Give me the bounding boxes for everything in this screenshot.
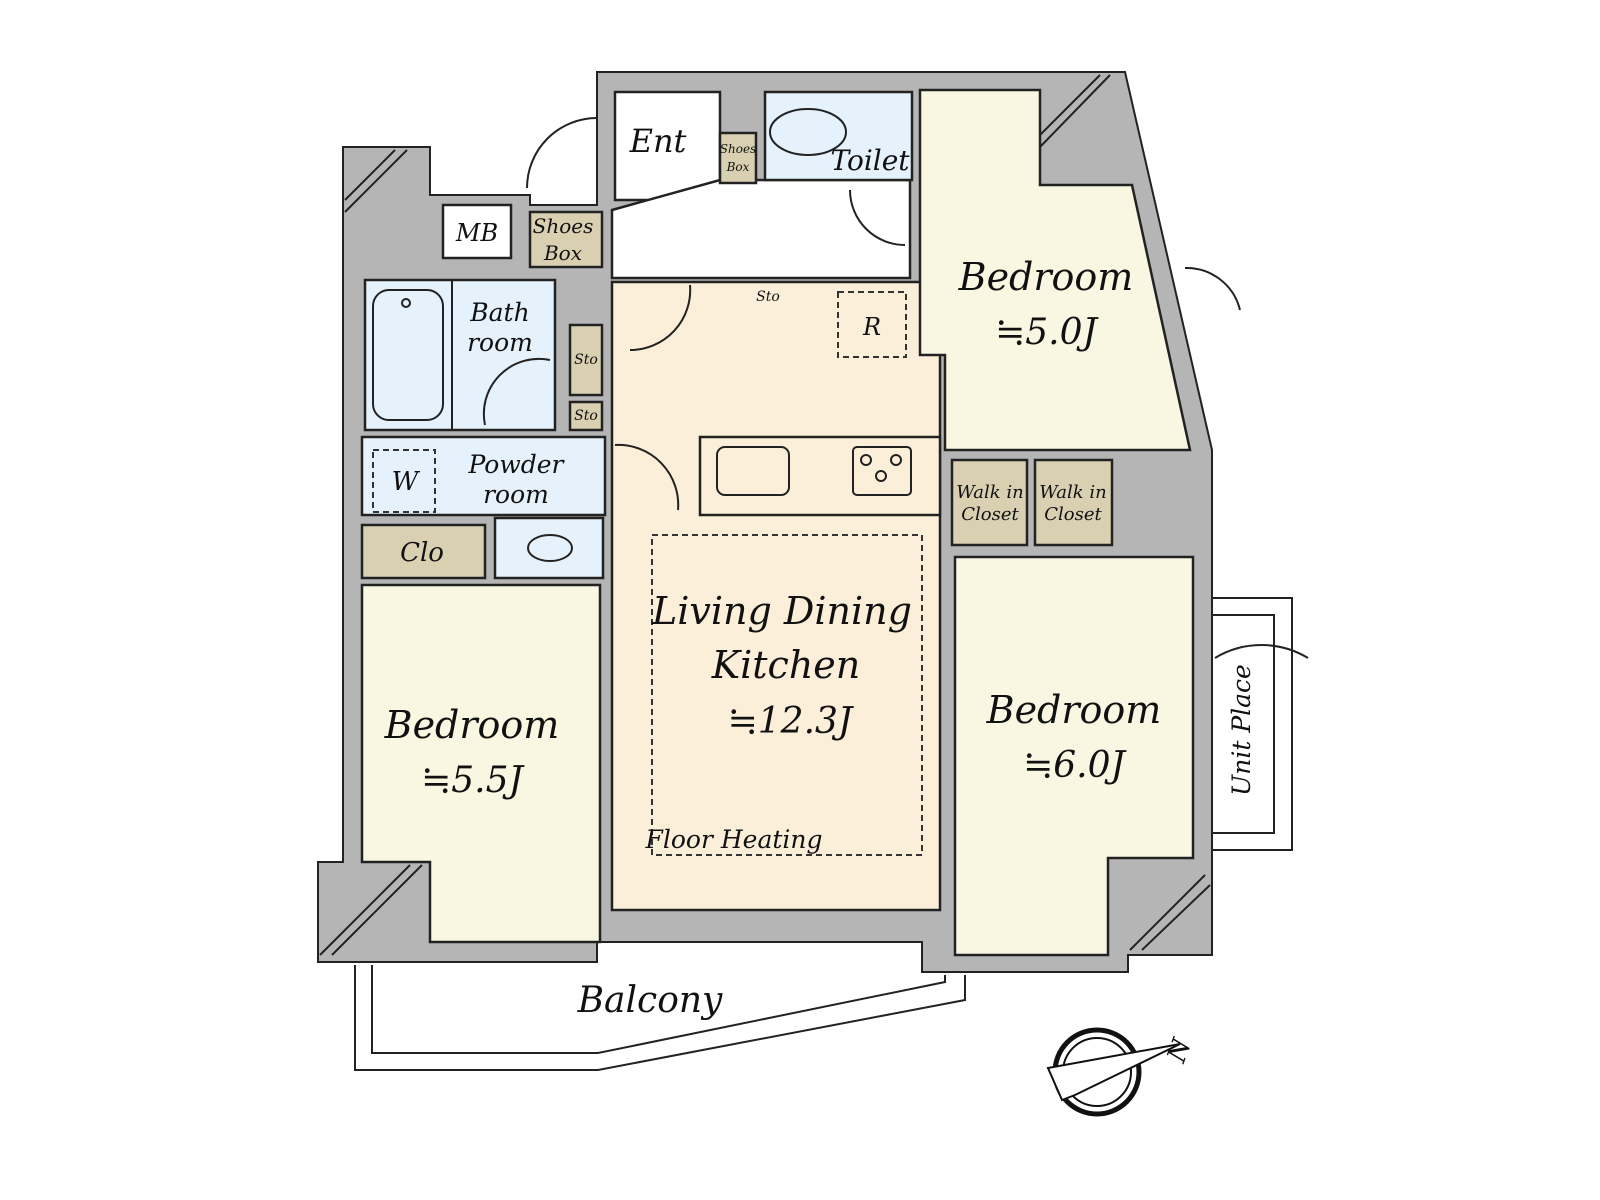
sto-label: Sto — [574, 352, 598, 368]
bedroom-left-label: Bedroom — [384, 703, 560, 747]
ldk-label: Living Dining — [651, 589, 912, 633]
hallway — [610, 178, 912, 280]
burner-icon — [860, 454, 872, 466]
powder-room — [360, 435, 607, 517]
shoes-box-small-label: Shoes — [720, 142, 756, 156]
door-swings — [482, 117, 1309, 659]
bedroom-right-label: Bedroom — [986, 688, 1162, 732]
washer-label: W — [392, 467, 421, 497]
toilet-bowl-icon — [769, 108, 847, 156]
ldk-area: ≒12.3J — [728, 701, 855, 742]
entrance-label: Ent — [629, 122, 687, 160]
unit-place-inner — [1211, 614, 1275, 834]
refrigerator-label: R — [862, 313, 881, 341]
burner-icon — [890, 454, 902, 466]
bedroom-top-right — [918, 88, 1192, 452]
wic-2-label: Closet — [1044, 504, 1102, 525]
sto-label: Sto — [756, 289, 780, 305]
toilet-label: Toilet — [830, 144, 910, 177]
floor-heating-zone — [651, 534, 923, 856]
entrance-area — [613, 90, 722, 202]
bath-room — [363, 278, 557, 432]
wall-hatch — [319, 74, 1211, 956]
bathtub-icon — [372, 289, 444, 421]
closet-label: Clo — [400, 538, 444, 568]
stove-icon — [852, 446, 912, 496]
shoes-box-small — [718, 131, 758, 185]
mb-label: MB — [455, 219, 498, 247]
walk-in-closet-1 — [950, 458, 1029, 547]
wic-1-label: Closet — [961, 504, 1019, 525]
bedroom-right-area: ≒6.0J — [1023, 745, 1127, 786]
kitchen-sink-icon — [716, 446, 790, 496]
refrigerator-space — [837, 291, 907, 358]
shoes-box-label: Shoes — [533, 214, 594, 238]
burner-icon — [875, 470, 887, 482]
unit-place-label: Unit Place — [1227, 664, 1256, 796]
sto-label: Sto — [574, 408, 598, 424]
wic-1-label: Walk in — [956, 482, 1023, 503]
shoes-box — [528, 210, 604, 269]
closet — [360, 523, 487, 580]
kitchen-counter — [698, 435, 942, 517]
powder-label: Powder — [467, 450, 565, 479]
washer-space — [372, 449, 436, 513]
walk-in-closet-2 — [1033, 458, 1114, 547]
sto-2 — [568, 400, 604, 432]
bedroom-left-area: ≒5.5J — [421, 760, 525, 801]
toilet-room — [763, 90, 914, 182]
floor-heating-label: Floor Heating — [645, 825, 823, 854]
bedroom-top-right-label: Bedroom — [958, 255, 1134, 299]
wic-2-label: Walk in — [1039, 482, 1106, 503]
bedroom-left — [360, 583, 602, 944]
bedroom-top-right-area: ≒5.0J — [995, 312, 1099, 353]
bath-label: Bath — [469, 298, 529, 327]
powder-label: room — [483, 480, 549, 509]
mb-room — [441, 203, 513, 260]
ldk-label: Kitchen — [711, 643, 861, 687]
balcony-label: Balcony — [577, 980, 723, 1021]
balcony-inner — [371, 965, 946, 1054]
balcony-outline — [354, 965, 966, 1071]
drain-icon — [401, 298, 411, 308]
shoes-box-label: Box — [543, 241, 582, 265]
bedroom-right — [953, 555, 1195, 957]
sink-area — [493, 516, 605, 580]
bath-label: room — [467, 328, 533, 357]
shoes-box-small-label: Box — [726, 160, 750, 174]
sto-1 — [568, 323, 604, 397]
compass-icon — [1046, 1027, 1181, 1117]
compass-north-label: N — [1162, 1034, 1199, 1068]
sink-icon — [527, 534, 573, 562]
